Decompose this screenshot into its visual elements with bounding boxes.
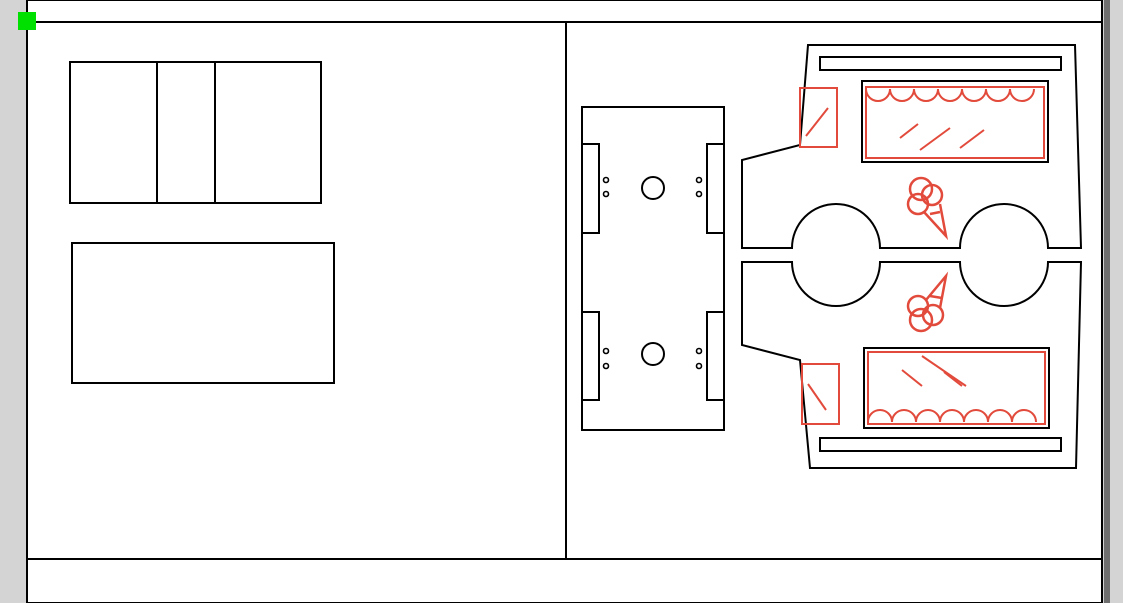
handle-slot [819,437,1062,452]
cart-top-piece[interactable] [741,44,1083,249]
circle-hole [641,176,665,200]
side-slot [581,311,600,401]
scalloped-awning-icon [867,409,1037,423]
display-glass [867,351,1046,425]
table-outline [581,106,725,431]
circle-hole [641,342,665,366]
triple-panel-piece[interactable] [69,61,322,204]
ice-cream-cone-icon [906,176,949,241]
side-window [799,87,838,148]
side-slot [706,311,725,401]
side-slot [581,143,600,234]
side-window [801,363,840,425]
base-panel-piece[interactable] [71,242,335,384]
sheet-shadow [1104,0,1110,603]
ice-cream-cone-icon [906,271,949,333]
side-window-glare [805,107,829,137]
left-pieces [69,61,335,384]
handle-slot [819,56,1062,71]
display-window [861,80,1049,163]
cart-top-outline [741,44,1083,249]
glass-glare [899,123,985,151]
green-square-icon[interactable] [18,12,36,30]
glass-glare [901,355,967,387]
display-window [863,347,1050,429]
cart-bottom-piece[interactable] [741,261,1083,469]
side-window-glare [807,383,827,411]
table-piece[interactable] [581,106,725,431]
scalloped-awning-icon [865,88,1035,102]
cart-bottom-outline [741,261,1083,469]
side-slot [706,143,725,234]
display-glass [865,86,1045,159]
